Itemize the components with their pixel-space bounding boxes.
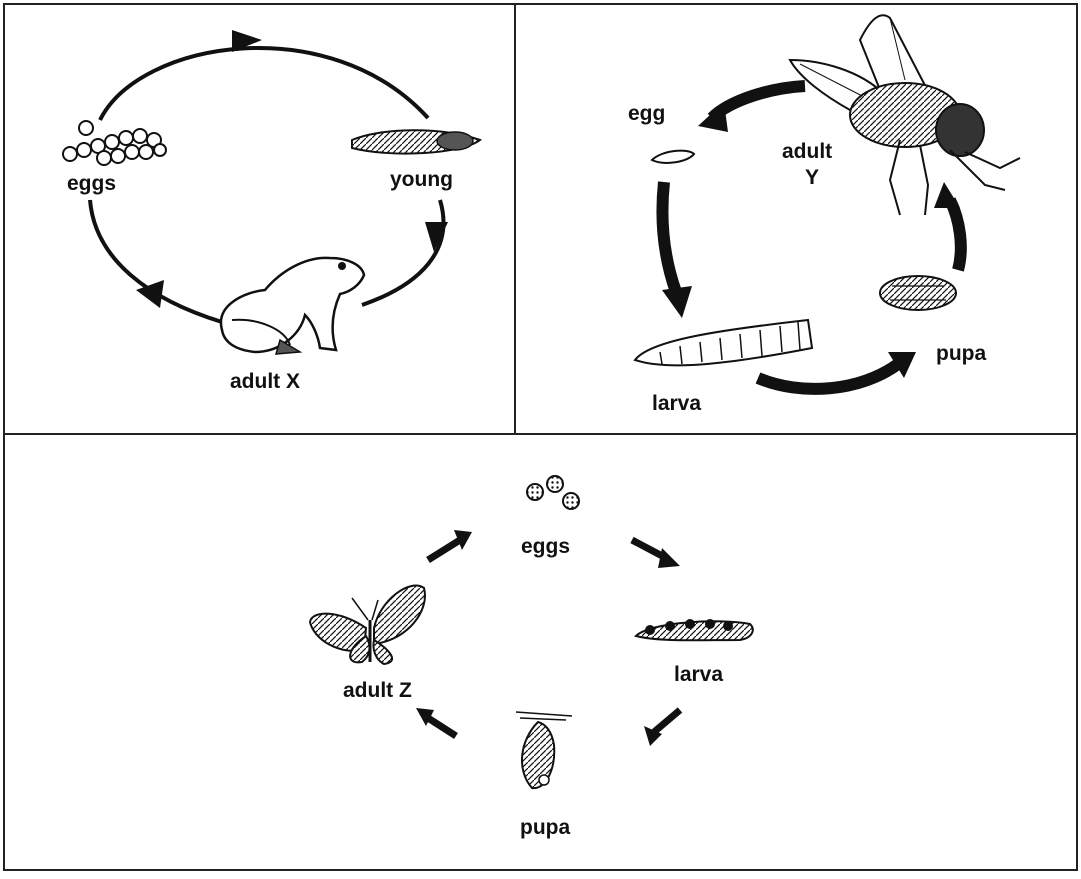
caterpillar-icon: [636, 619, 753, 640]
arrow-pupa-to-adult: [950, 200, 961, 270]
frog-eggs-icon: [63, 121, 166, 165]
panel-fly-cycle: egg adult Y larva pupa: [628, 15, 1020, 415]
frog-stage-adult-label: adult X: [230, 370, 300, 393]
fly-stage-pupa-label: pupa: [936, 342, 986, 365]
arrow-larva-to-pupa: [654, 710, 680, 732]
maggot-icon: [635, 320, 812, 365]
arrow-larva-to-pupa: [758, 364, 898, 389]
frog-icon: [221, 258, 364, 354]
panel-frog-cycle: eggs young adult X: [63, 30, 480, 393]
butterfly-eggs-icon: [527, 476, 579, 509]
fly-stage-adult-label-line2: Y: [805, 166, 819, 189]
fly-stage-adult-label-line1: adult: [782, 140, 832, 163]
fly-egg-icon: [652, 151, 694, 163]
arrow-pupa-to-adult: [428, 718, 456, 736]
fly-stage-larva-label: larva: [652, 392, 701, 415]
butterfly-stage-eggs-label: eggs: [521, 535, 570, 558]
butterfly-stage-adult-label: adult Z: [343, 679, 412, 702]
panel-butterfly-cycle: eggs larva pupa: [310, 476, 753, 839]
chrysalis-icon: [516, 712, 572, 788]
arrow-adult-to-egg: [712, 86, 805, 118]
fly-pupa-icon: [880, 276, 956, 310]
cycle-arc-eggs-to-young: [100, 48, 428, 120]
tadpole-icon: [352, 130, 480, 153]
butterfly-icon: [310, 586, 425, 664]
arrow-adult-to-eggs: [428, 540, 460, 560]
butterfly-stage-larva-label: larva: [674, 663, 723, 686]
butterfly-stage-pupa-label: pupa: [520, 816, 570, 839]
arrow-egg-to-larva: [663, 182, 677, 292]
frog-stage-eggs-label: eggs: [67, 172, 116, 195]
housefly-icon: [790, 15, 1020, 215]
fly-stage-egg-label: egg: [628, 102, 665, 125]
cycle-arc-young-to-adult: [362, 200, 443, 305]
frog-stage-young-label: young: [390, 168, 453, 191]
